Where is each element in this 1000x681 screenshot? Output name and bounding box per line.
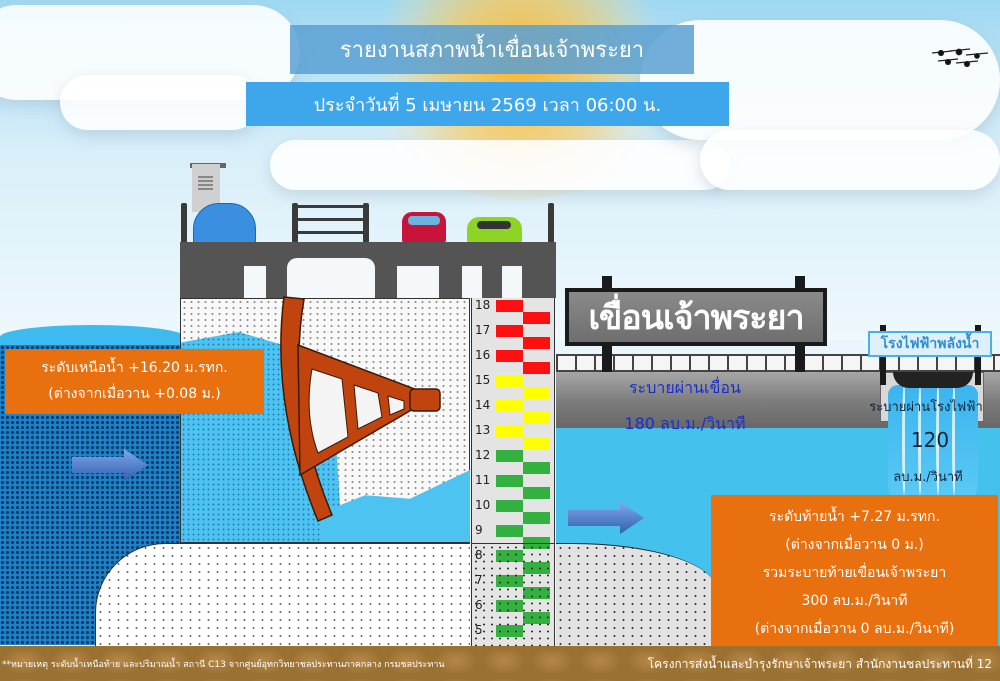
cloud: [60, 75, 260, 130]
gauge-segment: [523, 437, 550, 449]
rail-post: [292, 203, 298, 243]
gauge-segment: [523, 512, 550, 524]
bridge-opening: [287, 258, 375, 298]
gauge-tick-label: 13: [475, 423, 491, 437]
gauge-segment: [523, 412, 550, 424]
radial-gate-icon: [280, 296, 441, 522]
rail-bar: [292, 218, 369, 221]
gauge-segment: [523, 362, 550, 374]
rail-post: [363, 203, 369, 243]
rail-post: [181, 203, 187, 243]
downstream-level-change: (ต่างจากเมื่อวาน 0 ม.): [785, 537, 924, 553]
plant-discharge-label: ระบายผ่านโรงไฟฟ้า: [869, 400, 983, 415]
plant-discharge-value: 120: [910, 428, 950, 452]
flow-arrow-icon: [568, 502, 644, 534]
footer-organization: โครงการส่งน้ำและบำรุงรักษาเจ้าพระยา สำนั…: [647, 657, 992, 671]
gauge-tick-label: 12: [475, 448, 491, 462]
gauge-segment: [523, 462, 550, 474]
dam-discharge-label: ระบายผ่านเขื่อน: [629, 378, 741, 397]
gauge-segment: [523, 487, 550, 499]
gauge-segment: [496, 525, 523, 537]
gauge-tick-label: 9: [475, 523, 483, 537]
gauge-segment: [523, 387, 550, 399]
flow-arrow-icon: [72, 449, 148, 481]
vent-icon: [198, 176, 213, 190]
dam-foundation: [95, 543, 470, 646]
gauge-tick-label: 10: [475, 498, 491, 512]
gauge-tick-label: 18: [475, 298, 491, 312]
gauge-submerged-overlay: [472, 543, 554, 646]
downstream-summary-box: ระดับท้ายน้ำ +7.27 ม.รทก. (ต่างจากเมื่อว…: [711, 495, 998, 647]
fence: [556, 354, 1000, 372]
gauge-tick-label: 15: [475, 373, 491, 387]
total-discharge-value: 300 ลบ.ม./วินาที: [801, 593, 908, 609]
gauge-segment: [496, 325, 523, 337]
gauge-tick-label: 11: [475, 473, 491, 487]
car-green: [467, 217, 522, 244]
bridge-opening: [502, 266, 522, 298]
total-discharge-label: รวมระบายท้ายเขื่อนเจ้าพระยา: [762, 565, 947, 581]
rail-post: [548, 203, 554, 243]
rail-bar: [292, 231, 369, 234]
bridge-opening: [462, 266, 482, 298]
plant-discharge-unit: ลบ.ม./วินาที: [893, 470, 963, 485]
gauge-segment: [496, 375, 523, 387]
gauge-segment: [496, 350, 523, 362]
dam-name-sign: เขื่อนเจ้าพระยา: [565, 288, 827, 346]
cloud: [700, 130, 1000, 190]
gauge-segment: [496, 400, 523, 412]
gauge-segment: [496, 450, 523, 462]
gauge-segment: [496, 300, 523, 312]
car-red: [402, 212, 446, 244]
total-discharge-change: (ต่างจากเมื่อวาน 0 ลบ.ม./วินาที): [754, 621, 955, 637]
bridge-opening: [397, 266, 439, 298]
power-plant-outflow: [888, 385, 978, 505]
power-plant-opening: [893, 372, 973, 388]
gauge-segment: [523, 312, 550, 324]
gauge-segment: [523, 337, 550, 349]
birds-icon: [931, 48, 989, 68]
control-dome: [193, 203, 256, 243]
report-date: ประจำวันที่ 5 เมษายน 2569 เวลา 06:00 น.: [246, 82, 729, 126]
cloud: [270, 140, 730, 190]
footer-note: **หมายเหตุ ระดับน้ำเหนือท้าย และปริมาณน้…: [2, 660, 445, 670]
bridge-opening: [244, 266, 266, 298]
upstream-level-box: ระดับเหนือน้ำ +16.20 ม.รทก. (ต่างจากเมื่…: [5, 349, 264, 414]
gauge-tick-label: 17: [475, 323, 491, 337]
gauge-segment: [496, 500, 523, 512]
gauge-segment: [496, 425, 523, 437]
rail-bar: [292, 205, 369, 208]
gauge-segment: [496, 475, 523, 487]
upstream-change: (ต่างจากเมื่อวาน +0.08 ม.): [48, 386, 221, 402]
gauge-tick-label: 14: [475, 398, 491, 412]
upstream-level: ระดับเหนือน้ำ +16.20 ม.รทก.: [41, 360, 228, 376]
dam-discharge-value: 180 ลบ.ม./วินาที: [624, 414, 746, 433]
page-title: รายงานสภาพน้ำเขื่อนเจ้าพระยา: [290, 25, 694, 74]
footer: **หมายเหตุ ระดับน้ำเหนือท้าย และปริมาณน้…: [0, 646, 1000, 681]
gauge-tick-label: 16: [475, 348, 491, 362]
downstream-level: ระดับท้ายน้ำ +7.27 ม.รทก.: [769, 509, 940, 525]
power-plant-sign: โรงไฟฟ้าพลังน้ำ: [868, 331, 992, 357]
